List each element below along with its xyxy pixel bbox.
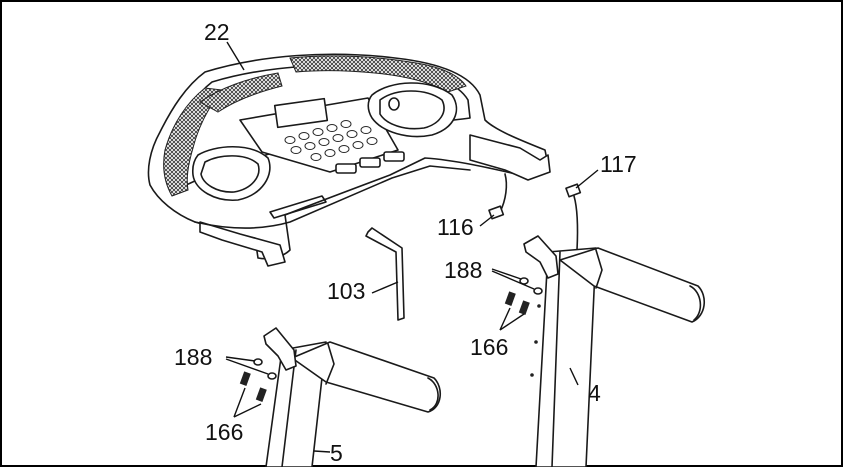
washers-right — [519, 277, 543, 295]
handlebar-left — [291, 341, 441, 413]
part-label-5: 5 — [330, 440, 343, 466]
part-label-117: 117 — [600, 151, 637, 177]
part-label-103: 103 — [327, 278, 365, 304]
part-label-4: 4 — [588, 380, 601, 406]
leader-lines — [225, 41, 599, 453]
bolts-left — [239, 371, 267, 402]
part-label-188-right: 188 — [444, 257, 482, 283]
part-label-188-left: 188 — [174, 344, 212, 370]
bracket-right — [523, 235, 559, 279]
speaker-grille-top — [289, 55, 467, 93]
part-label-166-right: 166 — [470, 334, 508, 360]
console-screen — [273, 97, 329, 129]
console-function-buttons — [335, 151, 405, 174]
cable-117 — [565, 183, 582, 251]
speaker-grille-mid — [199, 72, 283, 113]
speaker-grille-left — [163, 87, 223, 197]
console-mount-left — [199, 221, 286, 267]
part-label-166-left: 166 — [205, 419, 243, 445]
cup-holder-right — [367, 82, 458, 138]
bracket-left — [263, 327, 297, 371]
console-lower-edge — [194, 165, 471, 229]
handlebar-right — [559, 247, 705, 323]
cable-116 — [488, 173, 508, 220]
console-keypad — [284, 120, 378, 161]
hex-key-tool — [365, 227, 405, 321]
part-label-22: 22 — [204, 19, 230, 45]
washers-left — [253, 358, 277, 380]
cup-holder-left — [191, 146, 271, 201]
console-vent-slot — [269, 195, 327, 219]
console-mount-right — [469, 134, 551, 181]
bolts-right — [504, 291, 530, 315]
console-assembly — [147, 53, 551, 267]
upright-left — [263, 327, 441, 467]
upright-right — [523, 235, 705, 467]
part-label-116: 116 — [437, 214, 474, 240]
